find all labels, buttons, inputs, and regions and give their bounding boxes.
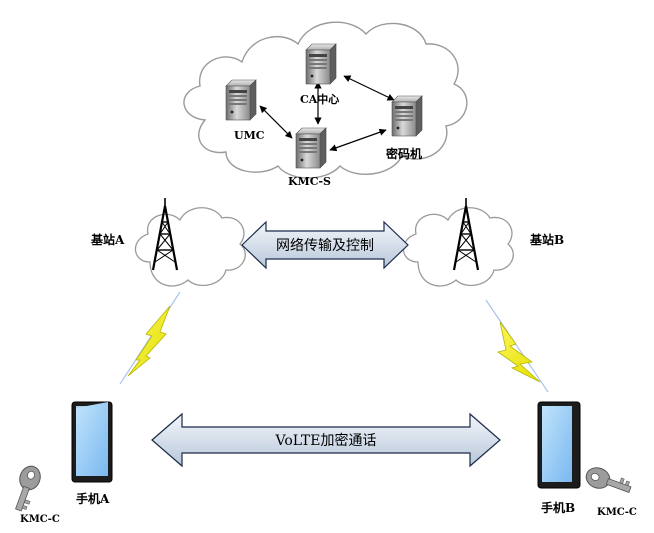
wireless-link-b-icon bbox=[485, 299, 549, 393]
phone-b-icon bbox=[537, 401, 581, 489]
phone-a-icon bbox=[71, 401, 113, 483]
cipher-server-icon bbox=[391, 95, 423, 137]
key-right-icon bbox=[582, 463, 634, 500]
umc-label: UMC bbox=[234, 129, 265, 142]
network-control-arrow bbox=[241, 220, 409, 270]
cipher-label: 密码机 bbox=[386, 146, 422, 161]
key-right-label: KMC-C bbox=[597, 507, 637, 518]
volte-label: VoLTE加密通话 bbox=[275, 432, 377, 449]
base-station-a-label: 基站A bbox=[90, 232, 125, 247]
ca-label: CA中心 bbox=[300, 92, 339, 106]
phone-b-label: 手机B bbox=[541, 500, 575, 515]
base-station-a-cloud bbox=[134, 207, 246, 287]
network-control-label: 网络传输及控制 bbox=[276, 238, 374, 254]
core-network-cloud bbox=[183, 21, 468, 179]
kmc-s-server-icon bbox=[295, 127, 327, 169]
kmc-s-label: KMC-S bbox=[288, 175, 331, 188]
key-left-icon bbox=[8, 462, 45, 514]
key-left-label: KMC-C bbox=[20, 514, 60, 525]
ca-server-icon bbox=[305, 43, 337, 85]
umc-server-icon bbox=[225, 79, 257, 121]
volte-arrow bbox=[151, 412, 501, 468]
core-links bbox=[259, 75, 395, 152]
phone-a-label: 手机A bbox=[76, 491, 110, 506]
wireless-link-a-icon bbox=[119, 291, 181, 385]
base-station-b-label: 基站B bbox=[529, 232, 564, 247]
